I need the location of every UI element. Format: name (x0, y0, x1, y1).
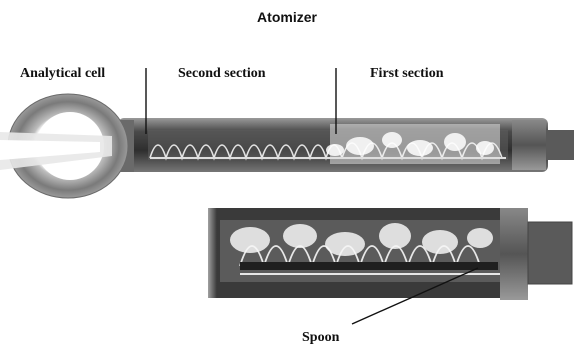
analytical-cell-ring (0, 94, 128, 198)
label-spoon: Spoon (302, 330, 339, 346)
atomizer-tube (110, 118, 574, 172)
label-second-section: Second section (178, 66, 266, 82)
spoon-detail (200, 204, 572, 304)
label-first-section: First section (370, 66, 443, 82)
label-analytical-cell: Analytical cell (20, 66, 105, 82)
